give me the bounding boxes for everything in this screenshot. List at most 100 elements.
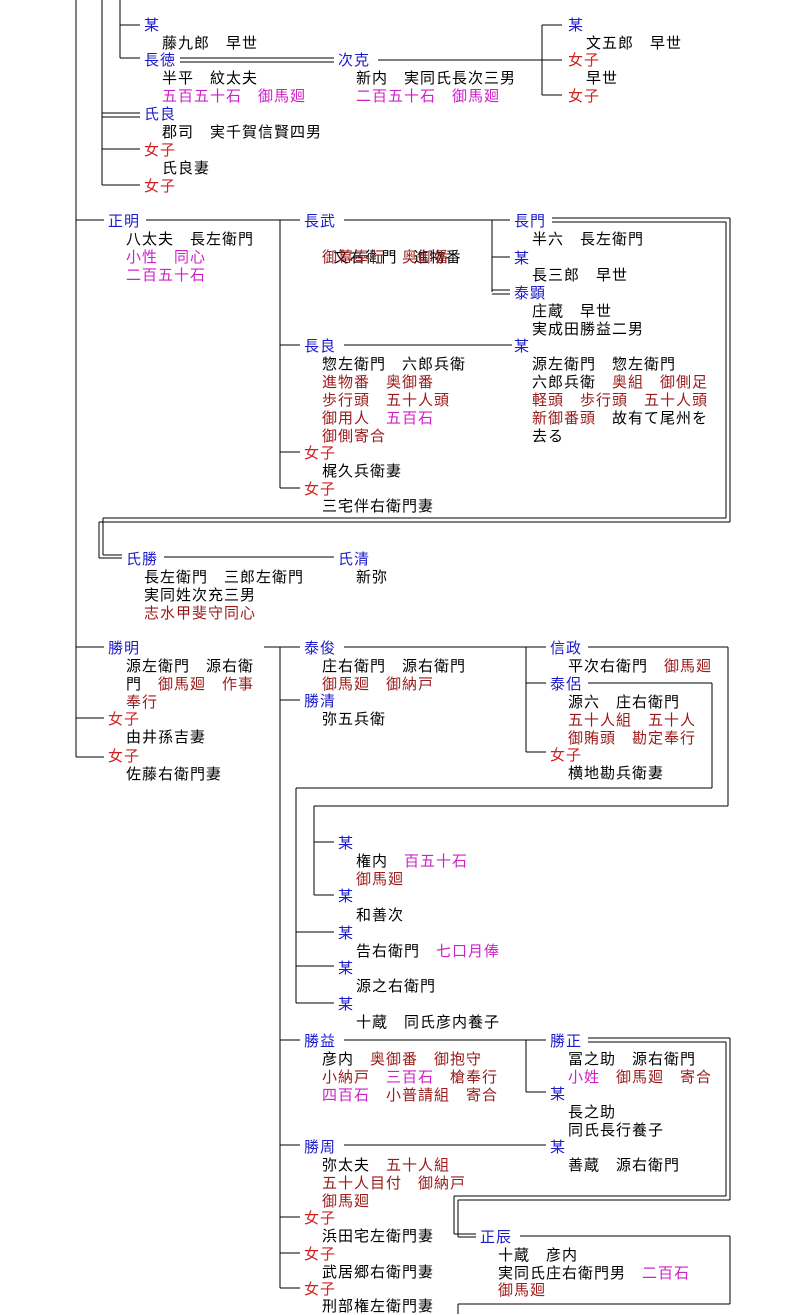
stipend-part: 小姓 <box>568 1068 601 1086</box>
person-name: 勝周 <box>304 1138 337 1156</box>
office-text: 御馬廻 <box>498 1281 547 1299</box>
person-detail: 浜田宅左衛門妻 <box>322 1227 435 1245</box>
female-label: 女子 <box>568 87 601 105</box>
person-detail: 庄蔵 早世 <box>532 302 613 320</box>
person-name: 長徳 <box>144 51 177 69</box>
office-part: 新御番頭 <box>532 409 597 427</box>
person-detail: 長左衛門 三郎左衛門 <box>144 568 305 586</box>
person-name: 正明 <box>108 212 141 230</box>
stipend-part: 百五十石 <box>404 852 469 870</box>
female-label: 女子 <box>304 1245 337 1263</box>
female-label: 女子 <box>304 1280 337 1298</box>
person-detail: 新内 実同氏長次三男 <box>356 69 517 87</box>
office-text: 小納戸 三百石 槍奉行 <box>322 1068 498 1086</box>
office-part: 奥組 御側足 <box>612 373 709 391</box>
person-detail: 十蔵 彦内 <box>498 1246 579 1264</box>
person-name: 某 <box>338 995 355 1013</box>
person-detail: 文右衛門 進物番 <box>322 230 462 266</box>
detail-part: 実同氏庄右衛門男 <box>498 1264 643 1282</box>
person-name: 泰顕 <box>514 284 547 302</box>
person-name: 某 <box>144 16 161 34</box>
office-text: 四百石 小普請組 寄合 <box>322 1086 498 1104</box>
person-name: 長武 <box>304 212 337 230</box>
female-label: 女子 <box>568 51 601 69</box>
office-text: 奉行 <box>126 693 159 711</box>
detail-part: 弥太夫 <box>322 1156 387 1174</box>
person-name: 某 <box>338 887 355 905</box>
detail-part: 告右衛門 <box>356 942 437 960</box>
person-name: 長門 <box>514 212 547 230</box>
office-text: 軽頭 歩行頭 五十人頭 <box>532 391 709 409</box>
person-detail: 源左衛門 惣左衛門 <box>532 355 677 373</box>
detail-part: 彦内 <box>322 1050 371 1068</box>
office-part: 五十人組 <box>386 1156 451 1174</box>
office-text: 志水甲斐守同心 <box>144 604 257 622</box>
person-detail: 告右衛門 七口月俸 <box>356 942 500 960</box>
person-name: 正辰 <box>480 1228 513 1246</box>
person-detail: 去る <box>532 427 565 445</box>
person-name: 某 <box>338 924 355 942</box>
office-text: 御側寄合 <box>322 427 387 445</box>
person-detail: 弥五兵衛 <box>322 710 387 728</box>
person-name: 泰侶 <box>550 675 583 693</box>
person-name: 信政 <box>550 639 583 657</box>
female-label: 女子 <box>550 746 583 764</box>
person-detail: 郡司 実千賀信賢四男 <box>162 123 323 141</box>
person-name: 氏良 <box>144 105 177 123</box>
stipend-text: 小性 同心 <box>126 248 207 266</box>
person-detail: 実成田勝益二男 <box>532 320 645 338</box>
stipend-part: 七口月俸 <box>436 942 501 960</box>
stipend-text: 五百五十石 御馬廻 <box>162 87 307 105</box>
person-name: 某 <box>550 1138 567 1156</box>
stipend-text: 二百五十石 <box>126 266 207 284</box>
office-text: 御賄頭 勘定奉行 <box>568 729 697 747</box>
office-text: 歩行頭 五十人頭 <box>322 391 451 409</box>
person-detail: 新弥 <box>356 568 389 586</box>
person-detail: 惣左衛門 六郎兵衛 <box>322 355 467 373</box>
office-text: 小姓 御馬廻 寄合 <box>568 1068 712 1086</box>
office-text: 御用人 五百石 <box>322 409 434 427</box>
detail-part: 権内 <box>356 852 405 870</box>
person-detail: 長三郎 早世 <box>532 266 629 284</box>
person-name: 某 <box>514 249 531 267</box>
person-name: 某 <box>514 337 531 355</box>
person-detail: 同氏長行養子 <box>568 1121 665 1139</box>
person-detail: 実同氏庄右衛門男 二百石 <box>498 1264 690 1282</box>
office-part: 小納戸 <box>322 1068 387 1086</box>
stipend-part: 二百石 <box>642 1264 691 1282</box>
person-detail: 源六 庄右衛門 <box>568 693 681 711</box>
person-detail: 門 御馬廻 作事 <box>126 675 254 693</box>
office-text: 御馬廻 <box>322 1192 371 1210</box>
person-name: 勝正 <box>550 1032 583 1050</box>
office-text: 五十人組 五十人 <box>568 711 697 729</box>
female-label: 女子 <box>144 177 177 195</box>
person-detail: 庄右衛門 源右衛門 <box>322 657 467 675</box>
person-detail: 梶久兵衛妻 <box>322 462 403 480</box>
detail-part: 門 <box>126 675 159 693</box>
person-detail: 平次右衛門 御馬廻 <box>568 657 712 675</box>
person-detail: 長之助 <box>568 1103 617 1121</box>
person-name: 次克 <box>338 51 371 69</box>
person-detail: 六郎兵衛 奥組 御側足 <box>532 373 708 391</box>
office-part: 御馬廻 寄合 <box>600 1068 713 1086</box>
person-name: 勝益 <box>304 1032 337 1050</box>
detail-part: 故有て尾州を <box>596 409 709 427</box>
person-detail: 文五郎 早世 <box>586 34 683 52</box>
detail-part: 平次右衛門 <box>568 657 665 675</box>
office-part: 御用人 <box>322 409 387 427</box>
office-part: 槍奉行 <box>434 1068 499 1086</box>
office-text: 五十人目付 御納戸 <box>322 1174 467 1192</box>
person-detail: 早世 <box>586 69 619 87</box>
person-detail: 三宅伴右衛門妻 <box>322 497 435 515</box>
person-name: 某 <box>550 1085 567 1103</box>
stipend-text: 二百五十石 御馬廻 <box>356 87 501 105</box>
person-detail: 八太夫 長左衛門 <box>126 230 255 248</box>
person-detail: 由井孫吉妻 <box>126 728 207 746</box>
person-name: 泰俊 <box>304 639 337 657</box>
female-label: 女子 <box>304 444 337 462</box>
person-detail: 佐藤右衛門妻 <box>126 765 223 783</box>
person-detail-part: 文右衛門 進物番 <box>333 248 462 266</box>
office-part: 御馬廻 作事 <box>158 675 255 693</box>
female-label: 女子 <box>304 1209 337 1227</box>
